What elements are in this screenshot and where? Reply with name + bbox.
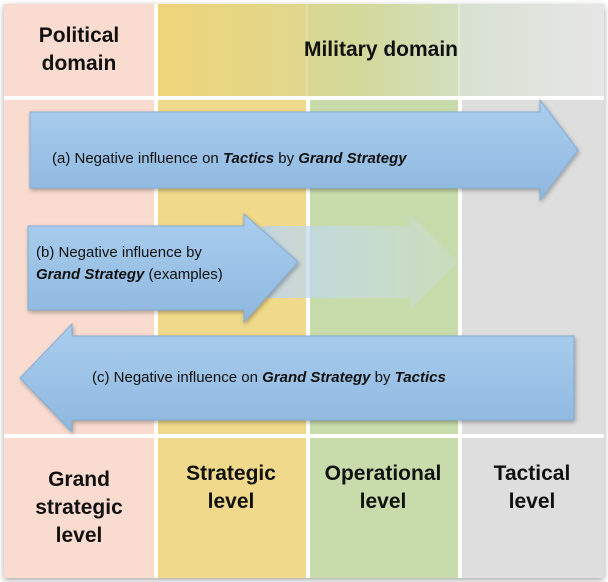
tactical-level-label: Tactical level — [493, 462, 571, 513]
divider-3 — [458, 98, 462, 434]
divider-2b — [306, 438, 310, 578]
arrow-b — [27, 212, 299, 324]
footer-divider — [4, 434, 604, 438]
arrow-a-term2: Grand Strategy — [298, 150, 407, 167]
operational-level-cell: Operational level — [308, 438, 458, 538]
arrow-a-prefix: (a) Negative influence on — [52, 150, 223, 167]
arrow-c — [19, 322, 575, 434]
military-header-band — [158, 4, 604, 96]
arrow-b-ghost — [262, 214, 458, 310]
political-domain-header: Political domain — [4, 4, 154, 96]
military-domain-header: Military domain — [158, 4, 604, 96]
arrow-c-text: (c) Negative influence on Grand Strategy… — [92, 367, 446, 389]
grand-strategic-level-cell: Grand strategic level — [4, 438, 154, 578]
tactical-level-cell: Tactical level — [460, 438, 604, 538]
divider-3b — [458, 438, 462, 578]
arrow-b-suffix: (examples) — [144, 266, 223, 283]
arrow-c-term2: Tactics — [394, 369, 446, 386]
arrow-b-term: Grand Strategy — [36, 266, 145, 283]
arrow-c-term1: Grand Strategy — [262, 369, 371, 386]
arrow-c-prefix: (c) Negative influence on — [92, 369, 263, 386]
strategic-level-cell: Strategic level — [156, 438, 306, 538]
header-divider — [4, 96, 604, 100]
arrow-b-line1: (b) Negative influence by — [36, 244, 202, 261]
arrow-b-text: (b) Negative influence by Grand Strategy… — [36, 242, 223, 286]
strategic-level-label: Strategic level — [186, 462, 276, 513]
arrow-c-mid: by — [370, 369, 395, 386]
grand-strategic-level-label: Grand strategic level — [35, 468, 123, 547]
arrow-a-mid: by — [274, 150, 299, 167]
political-domain-label: Political domain — [38, 24, 120, 75]
arrow-a — [29, 98, 579, 202]
arrow-a-text: (a) Negative influence on Tactics by Gra… — [52, 148, 407, 170]
operational-level-label: Operational level — [324, 462, 442, 513]
military-domain-label: Military domain — [303, 38, 459, 61]
arrow-a-term1: Tactics — [222, 150, 275, 167]
